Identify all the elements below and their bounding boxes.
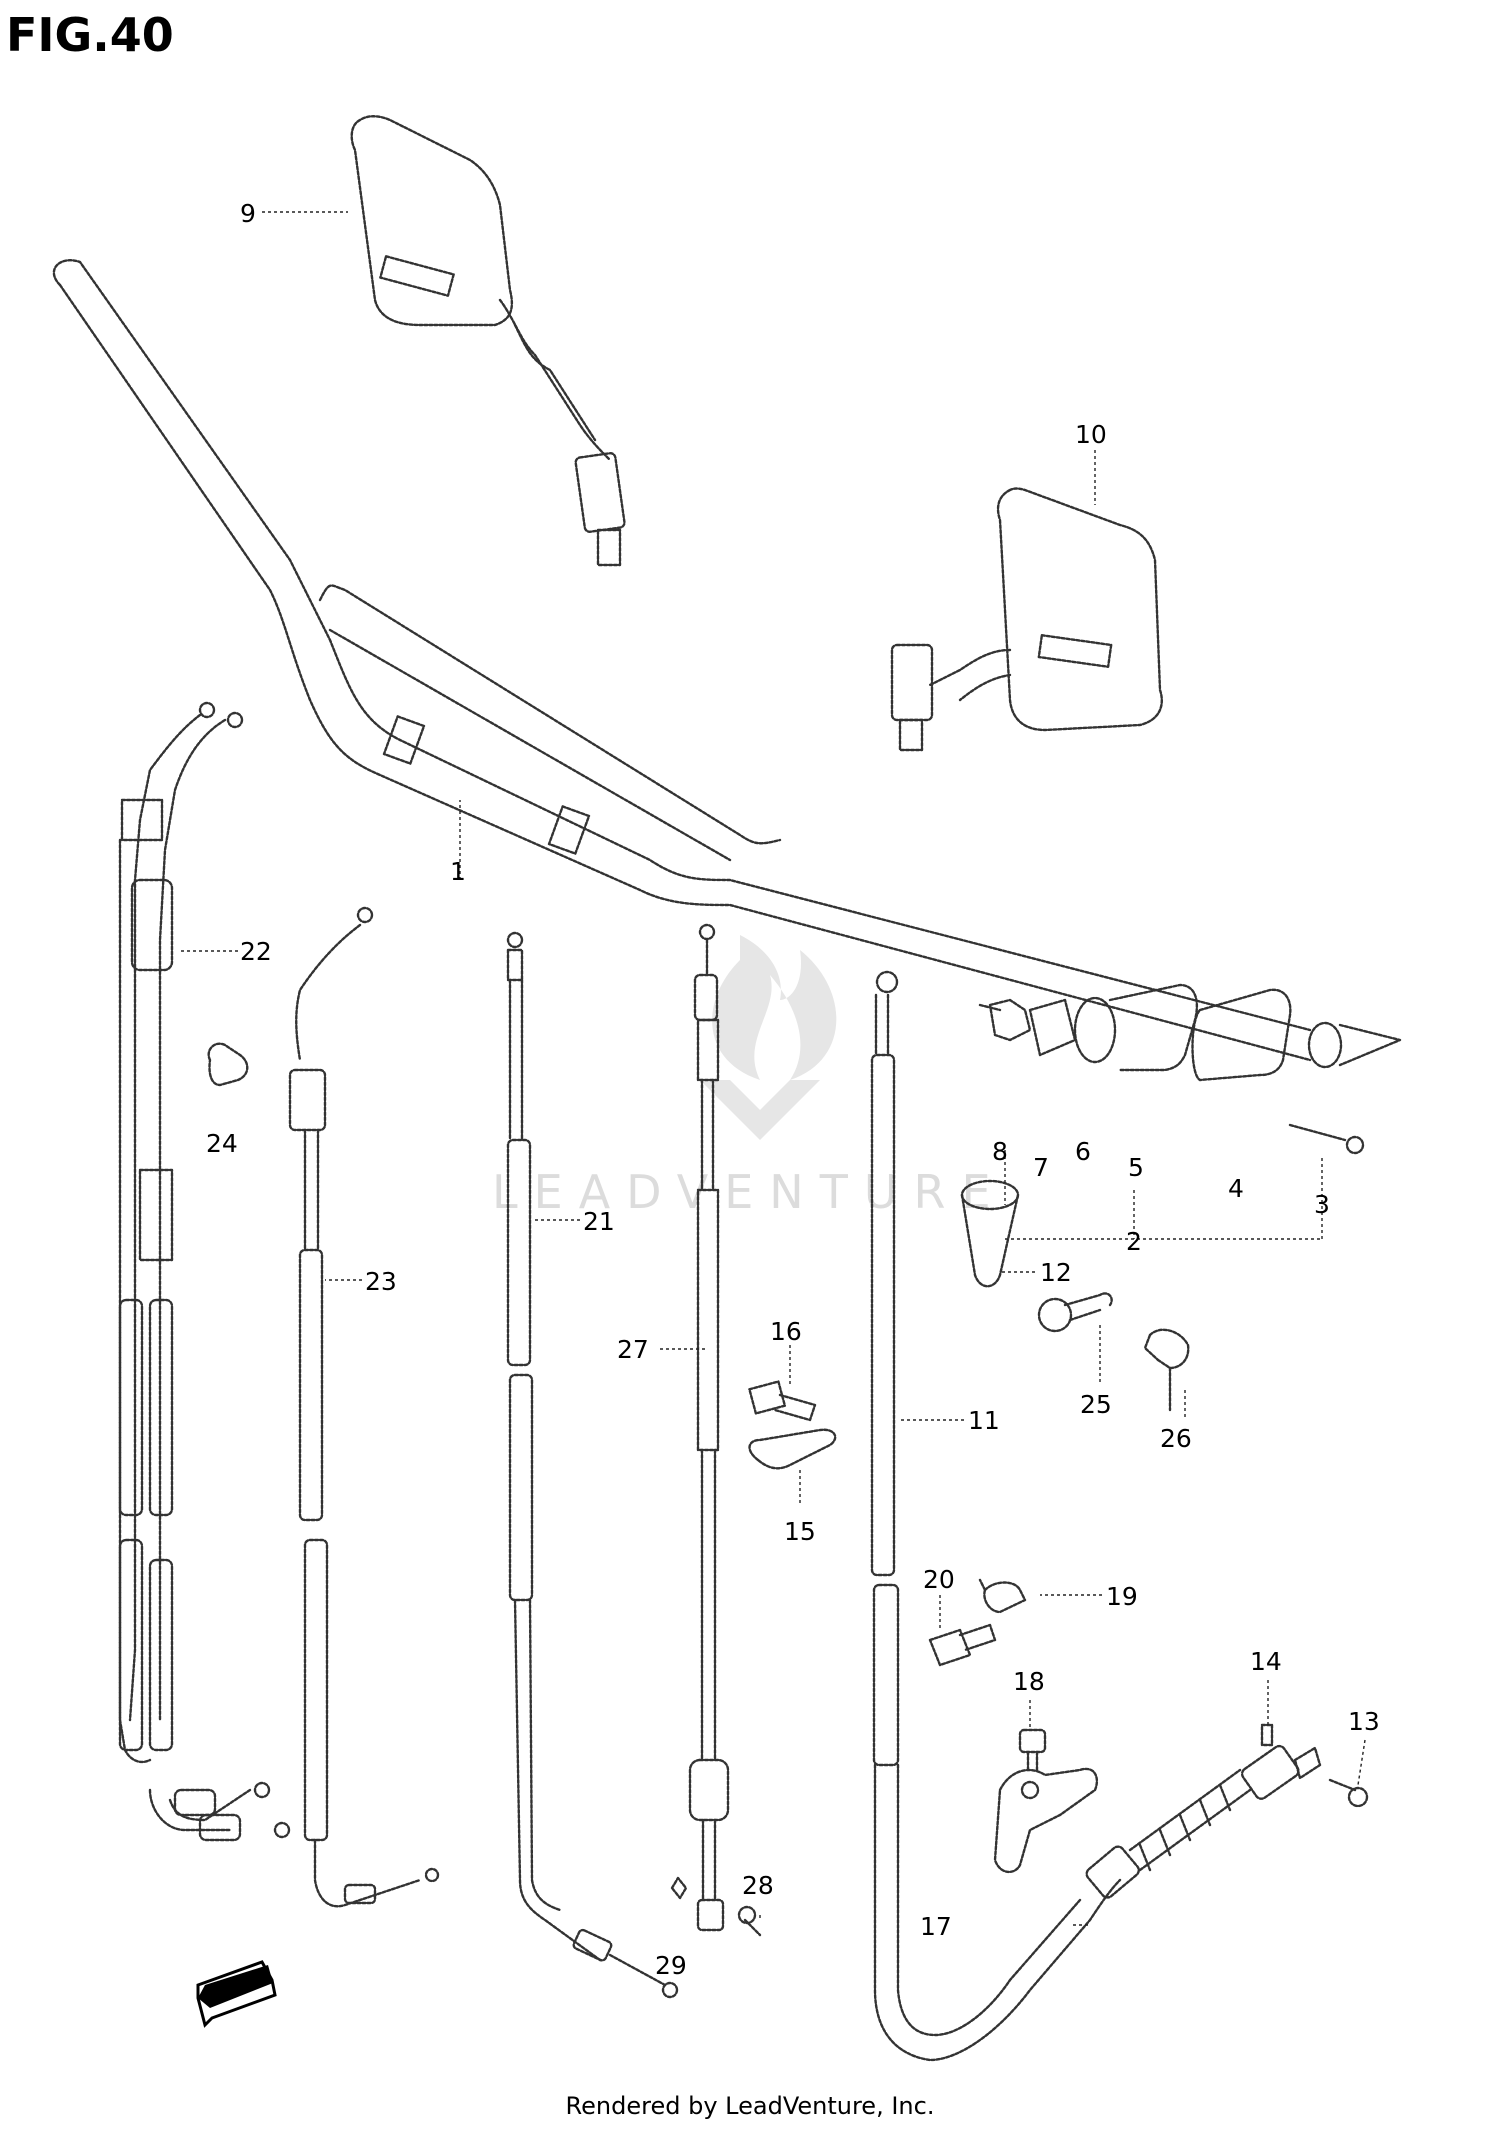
callout-25: 25 xyxy=(1080,1390,1112,1419)
callout-23: 23 xyxy=(365,1267,397,1296)
callout-4: 4 xyxy=(1228,1174,1244,1203)
callout-1: 1 xyxy=(450,857,466,886)
callout-20: 20 xyxy=(923,1565,955,1594)
bolt-16 xyxy=(748,1380,817,1422)
callout-22: 22 xyxy=(240,937,272,966)
callout-9: 9 xyxy=(240,199,256,228)
callout-14: 14 xyxy=(1250,1647,1282,1676)
bolt-28 xyxy=(737,1905,762,1937)
callout-18: 18 xyxy=(1013,1667,1045,1696)
callout-16: 16 xyxy=(770,1317,802,1346)
callout-8: 8 xyxy=(992,1137,1008,1166)
callout-7: 7 xyxy=(1033,1153,1049,1182)
callout-2: 2 xyxy=(1126,1227,1142,1256)
mirror-right xyxy=(890,487,1163,752)
leader-lines xyxy=(178,211,1366,1926)
part-25 xyxy=(1037,1292,1113,1333)
cap-12 xyxy=(960,1179,1020,1288)
footer-credit: Rendered by LeadVenture, Inc. xyxy=(565,2092,935,2120)
bolt-26 xyxy=(1143,1328,1190,1412)
callout-12: 12 xyxy=(1040,1258,1072,1287)
callout-24: 24 xyxy=(206,1129,238,1158)
callout-3: 3 xyxy=(1314,1190,1330,1219)
callout-6: 6 xyxy=(1075,1137,1091,1166)
bolt-13 xyxy=(1328,1778,1369,1808)
callout-11: 11 xyxy=(968,1406,1000,1435)
callout-19: 19 xyxy=(1106,1582,1138,1611)
cable-21 xyxy=(506,931,679,1999)
throttle-cable-22 xyxy=(118,701,291,1842)
cable-27 xyxy=(688,923,730,1932)
callout-10: 10 xyxy=(1075,420,1107,449)
callout-29: 29 xyxy=(655,1951,687,1980)
band-15 xyxy=(748,1428,837,1470)
forward-arrow: FWD xyxy=(196,1960,277,2028)
callout-15: 15 xyxy=(784,1517,816,1546)
watermark-text: LEADVENTURE xyxy=(492,1165,1007,1219)
callout-28: 28 xyxy=(742,1871,774,1900)
figure-title: FIG.40 xyxy=(6,8,174,62)
bar-end-assembly xyxy=(978,983,1365,1155)
callout-13: 13 xyxy=(1348,1707,1380,1736)
callout-5: 5 xyxy=(1128,1153,1144,1182)
callout-21: 21 xyxy=(583,1207,615,1236)
cable-11 xyxy=(870,970,1322,2062)
bolt-20 xyxy=(928,1623,997,1667)
mirror-left xyxy=(350,115,626,567)
pin-14 xyxy=(1260,1723,1274,1747)
bracket-17 xyxy=(993,1767,1099,1874)
clamp-24 xyxy=(207,1042,249,1087)
bolt-18 xyxy=(1018,1728,1047,1772)
cable-23 xyxy=(288,906,440,1908)
part-29 xyxy=(670,1876,688,1900)
callout-labels: 9 10 1 22 24 23 21 27 16 15 11 12 8 7 6 … xyxy=(206,199,1380,1980)
watermark: LEADVENTURE xyxy=(492,935,1007,1219)
callout-17: 17 xyxy=(920,1912,952,1941)
callout-27: 27 xyxy=(617,1335,649,1364)
handlebar xyxy=(52,259,1402,1069)
callout-26: 26 xyxy=(1160,1424,1192,1453)
clamp-19 xyxy=(978,1578,1027,1614)
